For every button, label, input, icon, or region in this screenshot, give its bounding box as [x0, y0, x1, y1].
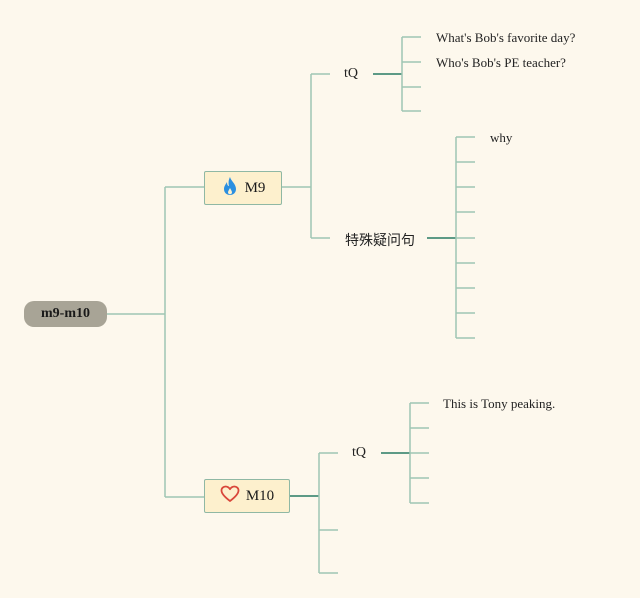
connector-m10-tq-leaves [409, 402, 429, 504]
connector-root [107, 186, 204, 498]
topic-m9-label: M9 [244, 179, 266, 196]
connector-m9 [282, 73, 330, 239]
fire-icon [221, 176, 239, 201]
leaf-why[interactable]: why [490, 130, 513, 145]
subtopic-m9-tq[interactable]: tQ [344, 66, 358, 81]
root-node[interactable]: m9-m10 [24, 301, 107, 327]
subtopic-m10-tq[interactable]: tQ [352, 445, 366, 460]
leaf-bob-favorite-day[interactable]: What's Bob's favorite day? [436, 30, 576, 45]
subtopic-special-questions[interactable]: 特殊疑问句 [345, 233, 415, 249]
topic-m9[interactable]: M9 [204, 171, 282, 205]
topic-m10[interactable]: M10 [204, 479, 290, 513]
leaf-tony-peaking[interactable]: This is Tony peaking. [443, 396, 556, 411]
connector-m9-tq-leaves [401, 36, 421, 112]
root-label: m9-m10 [41, 306, 90, 321]
topic-m10-label: M10 [245, 487, 275, 504]
connector-m10-subs [318, 452, 338, 574]
connector-special-leaves [455, 136, 475, 339]
heart-icon [220, 485, 240, 508]
leaf-bob-pe-teacher[interactable]: Who's Bob's PE teacher? [436, 55, 566, 70]
